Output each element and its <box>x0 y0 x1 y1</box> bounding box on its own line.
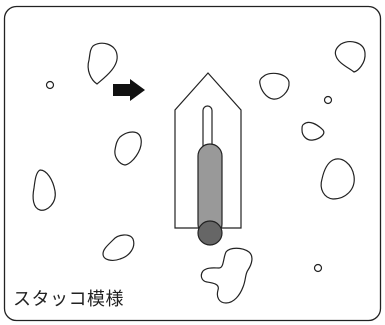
stucco-blob <box>114 131 142 166</box>
stucco-blob <box>320 158 355 200</box>
stucco-dot <box>313 263 323 273</box>
frame-border <box>3 5 382 322</box>
stucco-blob <box>102 234 135 261</box>
stucco-blob <box>200 247 253 304</box>
caption-label: スタッコ模様 <box>13 289 124 310</box>
stucco-blob <box>334 41 366 73</box>
trowel-knob <box>197 220 223 246</box>
stucco-blob <box>87 42 118 85</box>
stucco-dot <box>323 95 333 105</box>
arrow-right-icon <box>113 79 145 101</box>
stucco-blob <box>301 121 325 141</box>
stucco-blob <box>259 72 290 100</box>
stucco-dot <box>45 80 55 90</box>
stucco-blob <box>32 169 56 211</box>
